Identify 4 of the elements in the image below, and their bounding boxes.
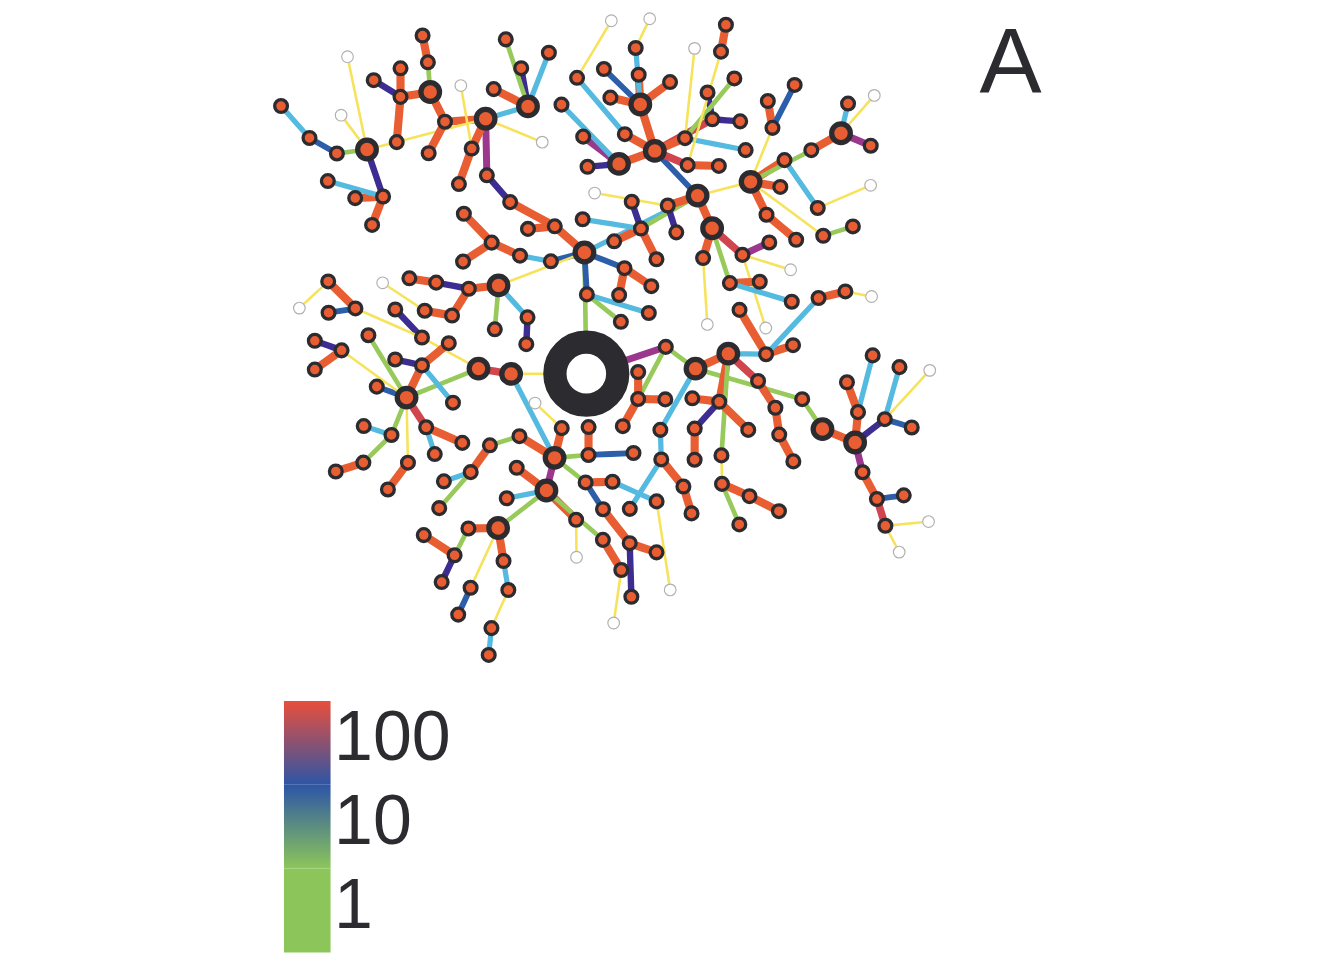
legend-label: 10: [334, 781, 412, 860]
legend-label: 100: [334, 697, 451, 776]
label: A: [979, 9, 1042, 114]
legend-label: 1: [334, 864, 373, 943]
